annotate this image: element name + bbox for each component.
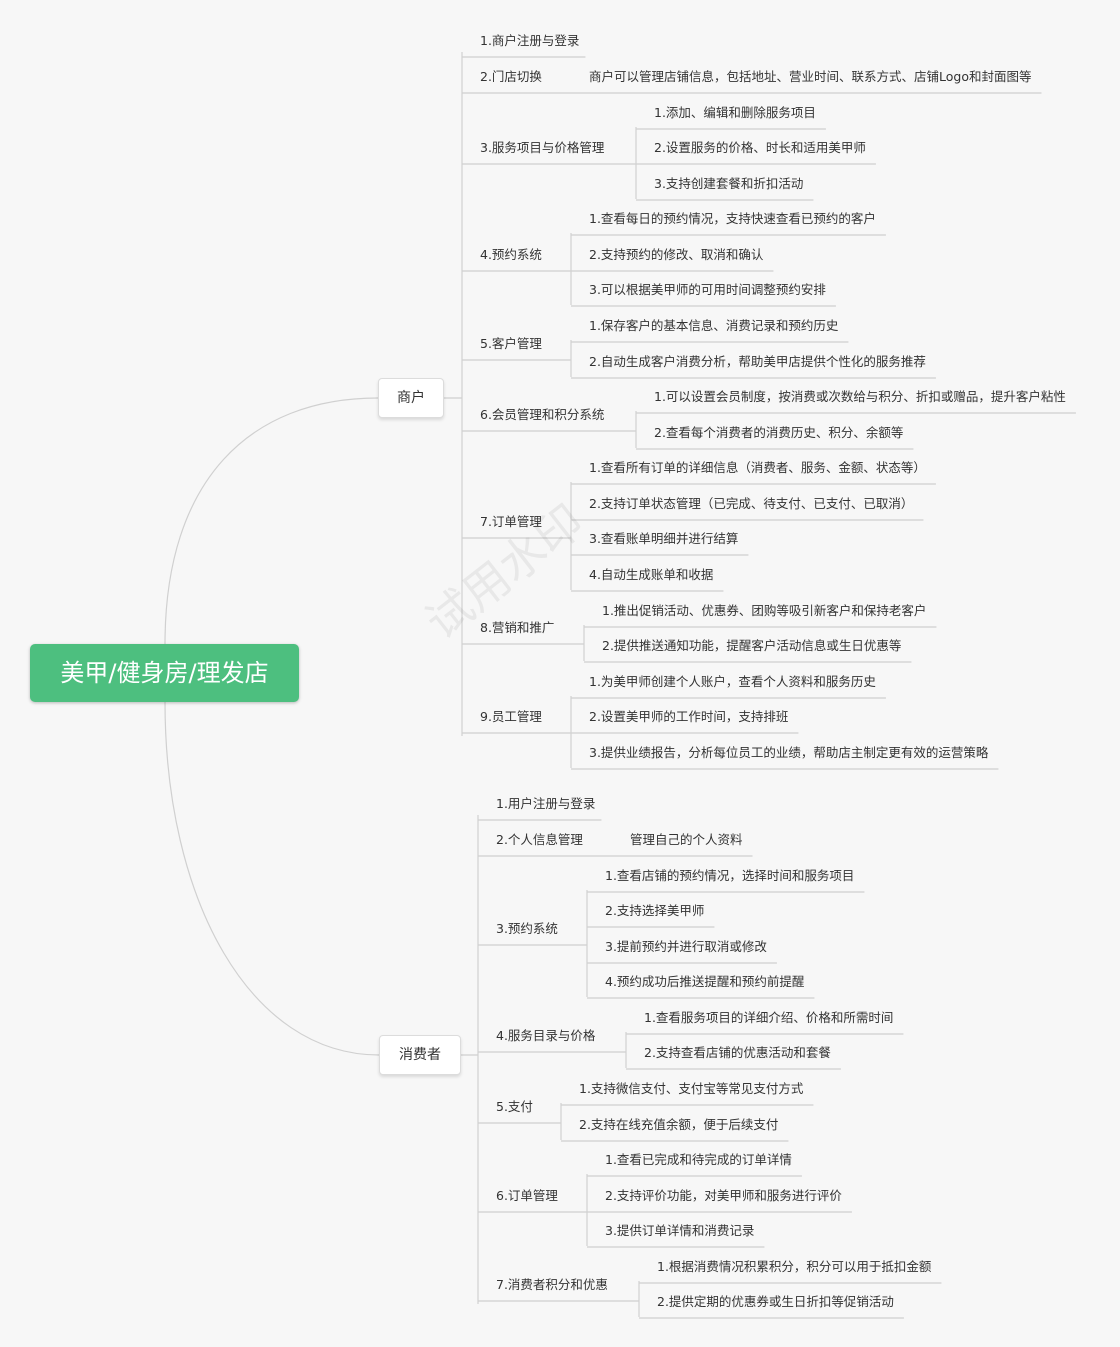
merchant-item-9[interactable]: 9.员工管理	[480, 709, 542, 724]
consumer-item-6-sub-3[interactable]: 3.提供订单详情和消费记录	[605, 1223, 755, 1238]
merchant-item-3-sub-2[interactable]: 2.设置服务的价格、时长和适用美甲师	[654, 140, 866, 155]
merchant-item-5-sub-2[interactable]: 2.自动生成客户消费分析，帮助美甲店提供个性化的服务推荐	[589, 354, 926, 369]
consumer-item-7[interactable]: 7.消费者积分和优惠	[496, 1277, 608, 1292]
merchant-item-5-sub-1[interactable]: 1.保存客户的基本信息、消费记录和预约历史	[589, 318, 839, 333]
merchant-item-4-sub-1[interactable]: 1.查看每日的预约情况，支持快速查看已预约的客户	[589, 211, 876, 226]
connector-root-consumer	[164, 701, 380, 1056]
merchant-item-8-sub-2[interactable]: 2.提供推送通知功能，提醒客户活动信息或生日优惠等	[602, 638, 902, 653]
merchant-item-9-sub-3[interactable]: 3.提供业绩报告，分析每位员工的业绩，帮助店主制定更有效的运营策略	[589, 745, 989, 760]
merchant-item-2[interactable]: 2.门店切换	[480, 69, 542, 84]
consumer-item-3-sub-2[interactable]: 2.支持选择美甲师	[605, 903, 705, 918]
merchant-item-6-sub-1[interactable]: 1.可以设置会员制度，按消费或次数给与积分、折扣或赠品，提升客户粘性	[654, 389, 1066, 404]
branch-merchant[interactable]: 商户	[378, 378, 444, 418]
merchant-item-6-sub-2[interactable]: 2.查看每个消费者的消费历史、积分、余额等	[654, 425, 904, 440]
consumer-item-5-sub-1[interactable]: 1.支持微信支付、支付宝等常见支付方式	[579, 1081, 804, 1096]
root-topic[interactable]: 美甲/健身房/理发店	[30, 644, 299, 702]
merchant-item-7[interactable]: 7.订单管理	[480, 514, 542, 529]
connector-root-merchant	[164, 397, 379, 645]
consumer-item-7-sub-1[interactable]: 1.根据消费情况积累积分，积分可以用于抵扣金额	[657, 1259, 932, 1274]
consumer-item-3-sub-1[interactable]: 1.查看店铺的预约情况，选择时间和服务项目	[605, 868, 855, 883]
merchant-item-3-sub-3[interactable]: 3.支持创建套餐和折扣活动	[654, 176, 804, 191]
merchant-item-8-sub-1[interactable]: 1.推出促销活动、优惠券、团购等吸引新客户和保持老客户	[602, 603, 927, 618]
merchant-item-9-sub-1[interactable]: 1.为美甲师创建个人账户，查看个人资料和服务历史	[589, 674, 876, 689]
merchant-item-5[interactable]: 5.客户管理	[480, 336, 542, 351]
consumer-item-5-sub-2[interactable]: 2.支持在线充值余额，便于后续支付	[579, 1117, 779, 1132]
merchant-item-4[interactable]: 4.预约系统	[480, 247, 542, 262]
consumer-item-7-sub-2[interactable]: 2.提供定期的优惠券或生日折扣等促销活动	[657, 1294, 894, 1309]
merchant-item-6[interactable]: 6.会员管理和积分系统	[480, 407, 605, 422]
consumer-item-4-sub-1[interactable]: 1.查看服务项目的详细介绍、价格和所需时间	[644, 1010, 894, 1025]
merchant-item-4-sub-2[interactable]: 2.支持预约的修改、取消和确认	[589, 247, 764, 262]
consumer-item-5[interactable]: 5.支付	[496, 1099, 533, 1114]
branch-consumer[interactable]: 消费者	[379, 1035, 461, 1075]
merchant-item-4-sub-3[interactable]: 3.可以根据美甲师的可用时间调整预约安排	[589, 282, 826, 297]
consumer-item-3[interactable]: 3.预约系统	[496, 921, 558, 936]
consumer-item-4-sub-2[interactable]: 2.支持查看店铺的优惠活动和套餐	[644, 1045, 831, 1060]
merchant-item-2-sub-1[interactable]: 商户可以管理店铺信息，包括地址、营业时间、联系方式、店铺Logo和封面图等	[589, 69, 1032, 84]
merchant-item-7-sub-3[interactable]: 3.查看账单明细并进行结算	[589, 531, 739, 546]
consumer-item-2-sub-1[interactable]: 管理自己的个人资料	[630, 832, 743, 847]
merchant-item-7-sub-1[interactable]: 1.查看所有订单的详细信息（消费者、服务、金额、状态等）	[589, 460, 926, 475]
merchant-item-1[interactable]: 1.商户注册与登录	[480, 33, 580, 48]
consumer-item-3-sub-4[interactable]: 4.预约成功后推送提醒和预约前提醒	[605, 974, 805, 989]
consumer-item-2[interactable]: 2.个人信息管理	[496, 832, 583, 847]
merchant-item-7-sub-2[interactable]: 2.支持订单状态管理（已完成、待支付、已支付、已取消）	[589, 496, 914, 511]
consumer-item-6[interactable]: 6.订单管理	[496, 1188, 558, 1203]
merchant-item-8[interactable]: 8.营销和推广	[480, 620, 555, 635]
merchant-item-3-sub-1[interactable]: 1.添加、编辑和删除服务项目	[654, 105, 816, 120]
consumer-item-4[interactable]: 4.服务目录与价格	[496, 1028, 596, 1043]
merchant-item-7-sub-4[interactable]: 4.自动生成账单和收据	[589, 567, 714, 582]
consumer-item-6-sub-1[interactable]: 1.查看已完成和待完成的订单详情	[605, 1152, 792, 1167]
consumer-item-6-sub-2[interactable]: 2.支持评价功能，对美甲师和服务进行评价	[605, 1188, 842, 1203]
merchant-item-9-sub-2[interactable]: 2.设置美甲师的工作时间，支持排班	[589, 709, 789, 724]
consumer-item-3-sub-3[interactable]: 3.提前预约并进行取消或修改	[605, 939, 767, 954]
consumer-item-1[interactable]: 1.用户注册与登录	[496, 796, 596, 811]
merchant-item-3[interactable]: 3.服务项目与价格管理	[480, 140, 605, 155]
